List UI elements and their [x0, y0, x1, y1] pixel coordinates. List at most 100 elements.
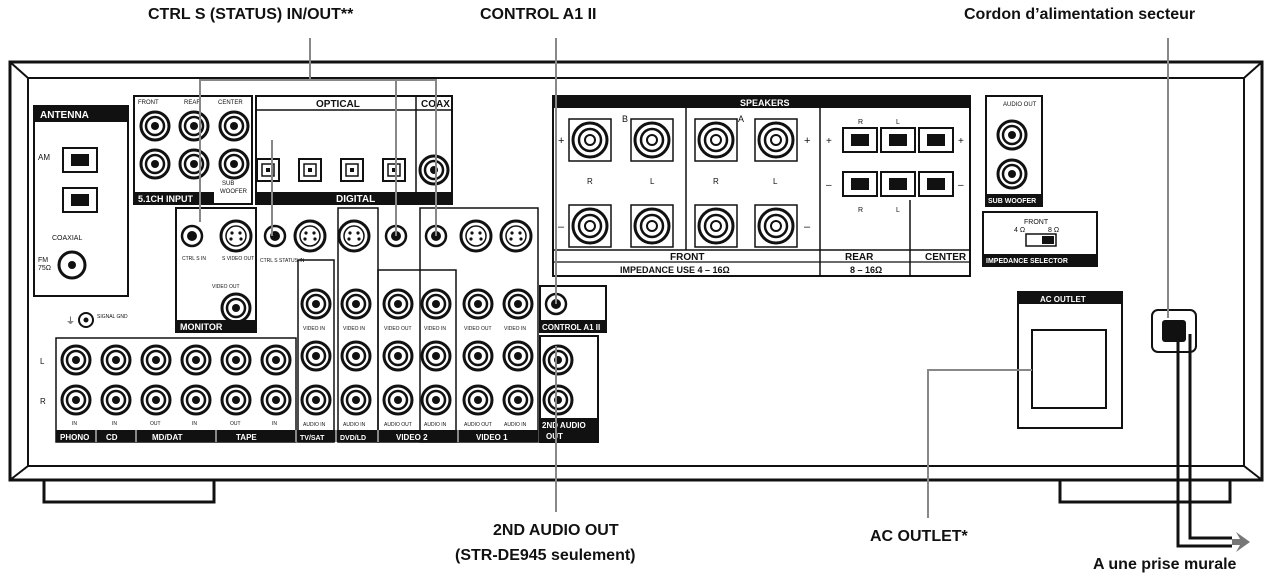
svg-text:–: – — [804, 221, 811, 233]
monitor-s-video-out[interactable] — [219, 219, 253, 253]
svg-text:OUT: OUT — [150, 421, 161, 427]
svg-text:REAR: REAR — [845, 252, 874, 263]
svg-text:CENTER: CENTER — [925, 252, 967, 263]
svg-text:AM: AM — [38, 153, 50, 162]
svg-text:OUT: OUT — [230, 421, 241, 427]
callout-ctrl-s: CTRL S (STATUS) IN/OUT** — [148, 6, 354, 23]
antenna-label: ANTENNA — [40, 110, 89, 121]
svg-text:CONTROL A1 II: CONTROL A1 II — [542, 323, 600, 332]
svg-text:L: L — [40, 357, 45, 366]
svg-text:2ND AUDIO: 2ND AUDIO — [542, 421, 586, 430]
svg-text:R: R — [713, 177, 719, 186]
svg-text:IN: IN — [272, 421, 277, 427]
svg-text:IMPEDANCE SELECTOR: IMPEDANCE SELECTOR — [986, 258, 1068, 265]
svg-text:VIDEO IN: VIDEO IN — [303, 326, 325, 332]
svg-text:L: L — [773, 177, 778, 186]
tv-sat-s-video-in[interactable] — [293, 219, 327, 253]
svg-text:PHONO: PHONO — [60, 433, 89, 442]
svg-text:VIDEO OUT: VIDEO OUT — [464, 326, 492, 332]
svg-text:SUB: SUB — [222, 181, 234, 187]
monitor-video-out[interactable] — [220, 292, 252, 324]
svg-text:+: + — [826, 136, 832, 147]
svg-text:B: B — [622, 114, 628, 124]
callout-second-audio-out: 2ND AUDIO OUT — [493, 522, 619, 539]
svg-text:MD/DAT: MD/DAT — [152, 433, 183, 442]
svg-text:75Ω: 75Ω — [38, 265, 51, 272]
svg-text:FRONT: FRONT — [1024, 219, 1049, 226]
callout-ac-outlet: AC OUTLET* — [870, 528, 968, 545]
svg-text:AUDIO IN: AUDIO IN — [303, 422, 326, 428]
svg-text:TV/SAT: TV/SAT — [300, 435, 325, 442]
svg-text:8 Ω: 8 Ω — [1048, 227, 1059, 234]
svg-text:SUB WOOFER: SUB WOOFER — [988, 198, 1036, 205]
ac-outlet-socket[interactable] — [1031, 329, 1107, 409]
svg-text:AUDIO IN: AUDIO IN — [424, 422, 447, 428]
svg-text:R: R — [858, 207, 863, 214]
label-speakers: SPEAKERS — [740, 98, 790, 108]
ground-icon: ⏚ — [66, 316, 75, 326]
svg-text:OUT: OUT — [546, 432, 563, 441]
svg-text:IN: IN — [192, 421, 197, 427]
svg-text:L: L — [650, 177, 655, 186]
svg-text:DVD/LD: DVD/LD — [340, 435, 366, 442]
svg-text:CD: CD — [106, 433, 118, 442]
svg-text:AUDIO IN: AUDIO IN — [343, 422, 366, 428]
svg-text:+: + — [558, 135, 564, 147]
foot-left — [42, 478, 216, 504]
svg-text:S VIDEO OUT: S VIDEO OUT — [222, 256, 254, 262]
foot-right — [1058, 478, 1232, 504]
callout-second-audio-note: (STR-DE945 seulement) — [455, 547, 636, 564]
label-51ch-input: 5.1CH INPUT — [138, 194, 194, 204]
svg-text:IMPEDANCE USE 4 – 16Ω: IMPEDANCE USE 4 – 16Ω — [620, 265, 730, 275]
dvd-s-video-in[interactable] — [337, 219, 371, 253]
svg-text:+: + — [804, 135, 810, 147]
svg-text:IN: IN — [112, 421, 117, 427]
svg-text:8 – 16Ω: 8 – 16Ω — [850, 265, 882, 275]
ctrl-s-in-jack[interactable] — [180, 224, 204, 248]
svg-text:AUDIO IN: AUDIO IN — [504, 422, 527, 428]
svg-text:VIDEO IN: VIDEO IN — [424, 326, 446, 332]
svg-text:–: – — [826, 180, 832, 191]
callout-wall-outlet: A une prise murale — [1093, 556, 1237, 573]
fm-coaxial-jack[interactable] — [57, 250, 87, 280]
svg-text:IN: IN — [72, 421, 77, 427]
svg-text:CENTER: CENTER — [218, 100, 243, 106]
svg-text:CTRL S STATUS IN: CTRL S STATUS IN — [260, 258, 305, 264]
svg-text:MONITOR: MONITOR — [180, 322, 223, 332]
svg-text:–: – — [958, 180, 964, 191]
svg-text:L: L — [896, 119, 900, 126]
svg-text:REAR: REAR — [184, 100, 201, 106]
svg-text:AC OUTLET: AC OUTLET — [1040, 295, 1086, 304]
svg-text:VIDEO OUT: VIDEO OUT — [212, 284, 240, 290]
svg-text:+: + — [958, 136, 964, 147]
ctrl-s-status-in-jack[interactable] — [263, 224, 287, 248]
section-digital — [255, 95, 453, 205]
arrow-right-icon — [1232, 532, 1250, 552]
svg-text:R: R — [587, 177, 593, 186]
svg-text:A: A — [738, 114, 744, 124]
svg-text:VIDEO 2: VIDEO 2 — [396, 433, 428, 442]
svg-text:FRONT: FRONT — [138, 100, 159, 106]
callout-control-a1: CONTROL A1 II — [480, 6, 597, 23]
svg-text:R: R — [40, 397, 46, 406]
signal-gnd-terminal[interactable] — [78, 312, 94, 328]
svg-text:FM: FM — [38, 257, 48, 264]
svg-text:VIDEO IN: VIDEO IN — [504, 326, 526, 332]
power-cord — [1176, 334, 1232, 548]
impedance-switch[interactable] — [1025, 233, 1057, 247]
label-digital: DIGITAL — [336, 194, 375, 205]
svg-text:OPTICAL: OPTICAL — [316, 99, 360, 110]
svg-text:CTRL S IN: CTRL S IN — [182, 256, 206, 262]
coax-input[interactable] — [418, 154, 450, 186]
callout-power-cord: Cordon d’alimentation secteur — [964, 6, 1196, 23]
svg-text:WOOFER: WOOFER — [220, 189, 248, 195]
svg-text:R: R — [858, 119, 863, 126]
svg-text:AUDIO OUT: AUDIO OUT — [464, 422, 492, 428]
svg-text:COAXIAL: COAXIAL — [52, 235, 82, 242]
svg-text:AUDIO OUT: AUDIO OUT — [1003, 102, 1037, 108]
video2-s-video-out[interactable] — [459, 219, 493, 253]
svg-text:–: – — [558, 221, 565, 233]
svg-text:SIGNAL GND: SIGNAL GND — [97, 314, 128, 320]
video1-s-video-in[interactable] — [499, 219, 533, 253]
